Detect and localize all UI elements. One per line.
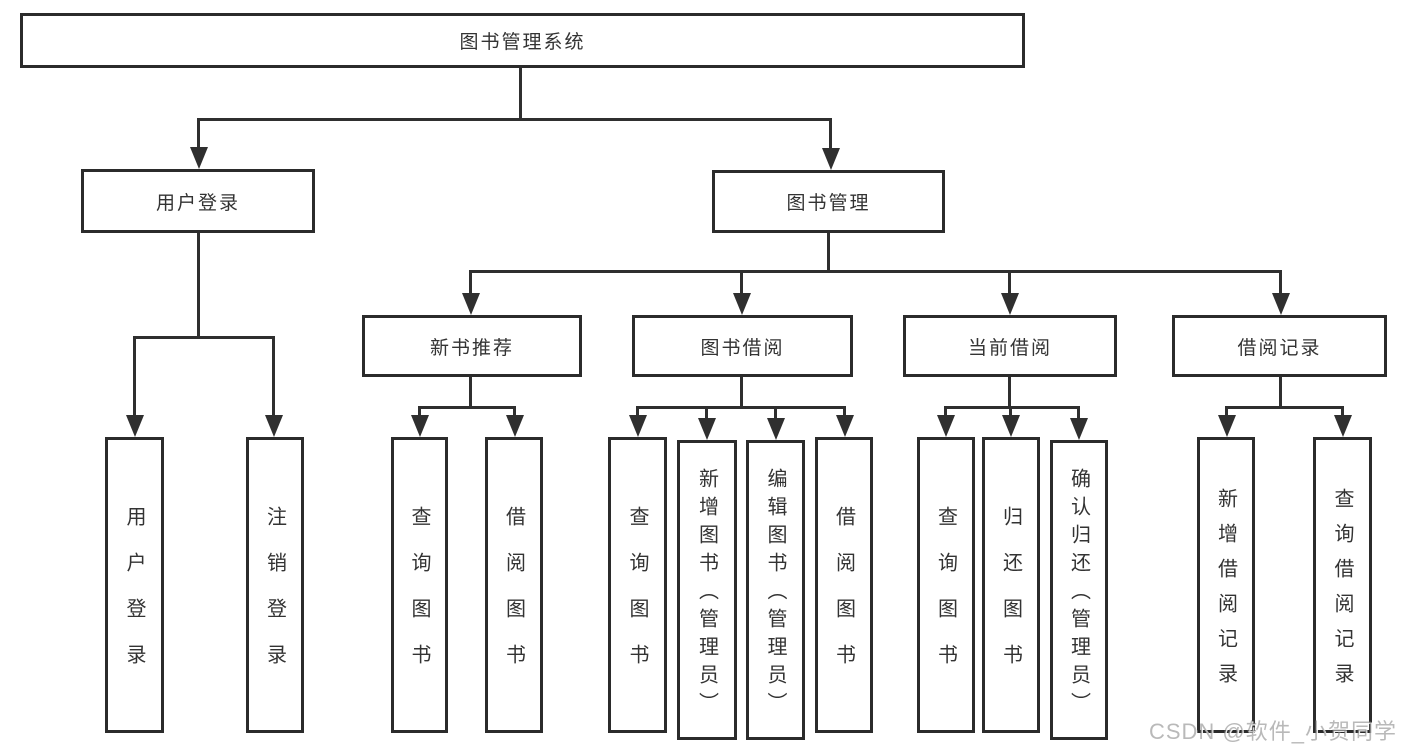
arrow-to-cb-return: [1002, 415, 1020, 437]
edge-to-leaf-user-login: [133, 336, 136, 416]
edge-new-book-stem: [469, 377, 472, 409]
leaf-rec-borrow-books: 借阅图书: [485, 437, 543, 733]
arrow-to-book-management: [822, 148, 840, 170]
leaf-logout: 注销登录: [246, 437, 304, 733]
leaf-br-query-record-label: 查询借阅记录: [1331, 487, 1353, 698]
node-current-borrowing: 当前借阅: [903, 315, 1117, 377]
node-book-management: 图书管理: [712, 170, 945, 233]
edge-borrowing-records-stem: [1279, 377, 1282, 409]
leaf-bb-add-books-admin: 新增图书（管理员）: [677, 440, 737, 740]
edge-to-leaf-logout: [272, 336, 275, 416]
node-new-book-recommend: 新书推荐: [362, 315, 582, 377]
leaf-cb-confirm-return-admin-label: 确认归还（管理员）: [1067, 468, 1090, 720]
arrow-to-user-login: [190, 147, 208, 169]
arrow-to-cb-confirm: [1070, 418, 1088, 440]
edge-to-user-login: [197, 118, 200, 153]
arrow-to-leaf-user-login: [126, 415, 144, 437]
leaf-rec-borrow-books-label: 借阅图书: [502, 506, 525, 690]
arrow-to-bb-edit: [767, 418, 785, 440]
csdn-watermark: CSDN @软件_小贺同学: [1148, 719, 1397, 744]
leaf-bb-edit-books-admin-label: 编辑图书（管理员）: [764, 468, 786, 720]
arrow-to-bb-query: [629, 415, 647, 437]
edge-user-login-stem: [197, 233, 200, 339]
edge-to-cb-confirm: [1077, 406, 1080, 421]
edge-to-new-book: [469, 270, 472, 295]
arrow-to-rec-borrow: [506, 415, 524, 437]
edge-book-management-rail: [469, 270, 1282, 273]
arrow-to-current-borrowing: [1001, 293, 1019, 315]
leaf-cb-confirm-return-admin: 确认归还（管理员）: [1050, 440, 1108, 740]
edge-to-br-query: [1341, 406, 1344, 421]
node-root-system-label: 图书管理系统: [459, 32, 586, 53]
edge-new-book-rail: [418, 406, 516, 409]
edge-root-stem: [519, 68, 522, 121]
edge-user-login-rail: [133, 336, 275, 339]
edge-to-br-add: [1225, 406, 1228, 421]
leaf-bb-edit-books-admin: 编辑图书（管理员）: [746, 440, 805, 740]
edge-to-book-management: [829, 118, 832, 154]
edge-current-borrowing-rail: [944, 406, 1080, 409]
node-book-management-label: 图书管理: [786, 193, 871, 214]
edge-to-book-borrowing: [740, 270, 743, 295]
edge-book-borrowing-stem: [740, 377, 743, 409]
leaf-br-query-record: 查询借阅记录: [1313, 437, 1372, 733]
arrow-to-rec-query: [411, 415, 429, 437]
leaf-rec-query-books-label: 查询图书: [408, 506, 430, 690]
leaf-br-add-record: 新增借阅记录: [1197, 437, 1255, 733]
edge-root-rail: [197, 118, 832, 121]
leaf-cb-query-books: 查询图书: [917, 437, 975, 733]
node-new-book-recommend-label: 新书推荐: [429, 337, 514, 359]
leaf-bb-query-books-label: 查询图书: [626, 506, 648, 690]
node-book-borrowing: 图书借阅: [632, 315, 853, 377]
arrow-to-leaf-logout: [265, 415, 283, 437]
node-current-borrowing-label: 当前借阅: [967, 337, 1052, 359]
node-borrowing-records: 借阅记录: [1172, 315, 1387, 377]
edge-book-management-stem: [827, 233, 830, 273]
edge-to-bb-add: [705, 406, 708, 421]
node-user-login: 用户登录: [81, 169, 315, 233]
edge-to-borrowing-records: [1279, 270, 1282, 295]
edge-book-borrowing-rail: [636, 406, 846, 409]
edge-to-bb-query: [636, 406, 639, 421]
edge-to-cb-return: [1009, 406, 1012, 421]
node-book-borrowing-label: 图书借阅: [700, 337, 785, 359]
node-user-login-label: 用户登录: [155, 192, 240, 214]
edge-to-bb-borrow: [843, 406, 846, 421]
arrow-to-borrowing-records: [1272, 293, 1290, 315]
arrow-to-cb-query: [937, 415, 955, 437]
leaf-cb-query-books-label: 查询图书: [934, 506, 957, 690]
edge-to-rec-borrow: [513, 406, 516, 421]
edge-to-cb-query: [944, 406, 947, 421]
leaf-logout-label: 注销登录: [263, 506, 286, 690]
leaf-cb-return-books-label: 归还图书: [999, 506, 1022, 690]
leaf-bb-query-books: 查询图书: [608, 437, 667, 733]
arrow-to-br-query: [1334, 415, 1352, 437]
leaf-cb-return-books: 归还图书: [982, 437, 1040, 733]
leaf-bb-add-books-admin-label: 新增图书（管理员）: [695, 468, 718, 720]
leaf-bb-borrow-books-label: 借阅图书: [832, 506, 855, 690]
arrow-to-br-add: [1218, 415, 1236, 437]
leaf-user-login-label: 用户登录: [123, 506, 145, 690]
node-root-system: 图书管理系统: [20, 13, 1025, 68]
edge-to-rec-query: [418, 406, 421, 421]
edge-to-current-borrowing: [1008, 270, 1011, 295]
leaf-bb-borrow-books: 借阅图书: [815, 437, 873, 733]
edge-current-borrowing-stem: [1008, 377, 1011, 409]
arrow-to-book-borrowing: [733, 293, 751, 315]
edge-borrowing-records-rail: [1225, 406, 1344, 409]
leaf-rec-query-books: 查询图书: [391, 437, 448, 733]
node-borrowing-records-label: 借阅记录: [1237, 337, 1322, 359]
arrow-to-bb-add: [698, 418, 716, 440]
leaf-user-login: 用户登录: [105, 437, 164, 733]
edge-to-bb-edit: [774, 406, 777, 421]
arrow-to-bb-borrow: [836, 415, 854, 437]
arrow-to-new-book: [462, 293, 480, 315]
leaf-br-add-record-label: 新增借阅记录: [1214, 487, 1237, 698]
